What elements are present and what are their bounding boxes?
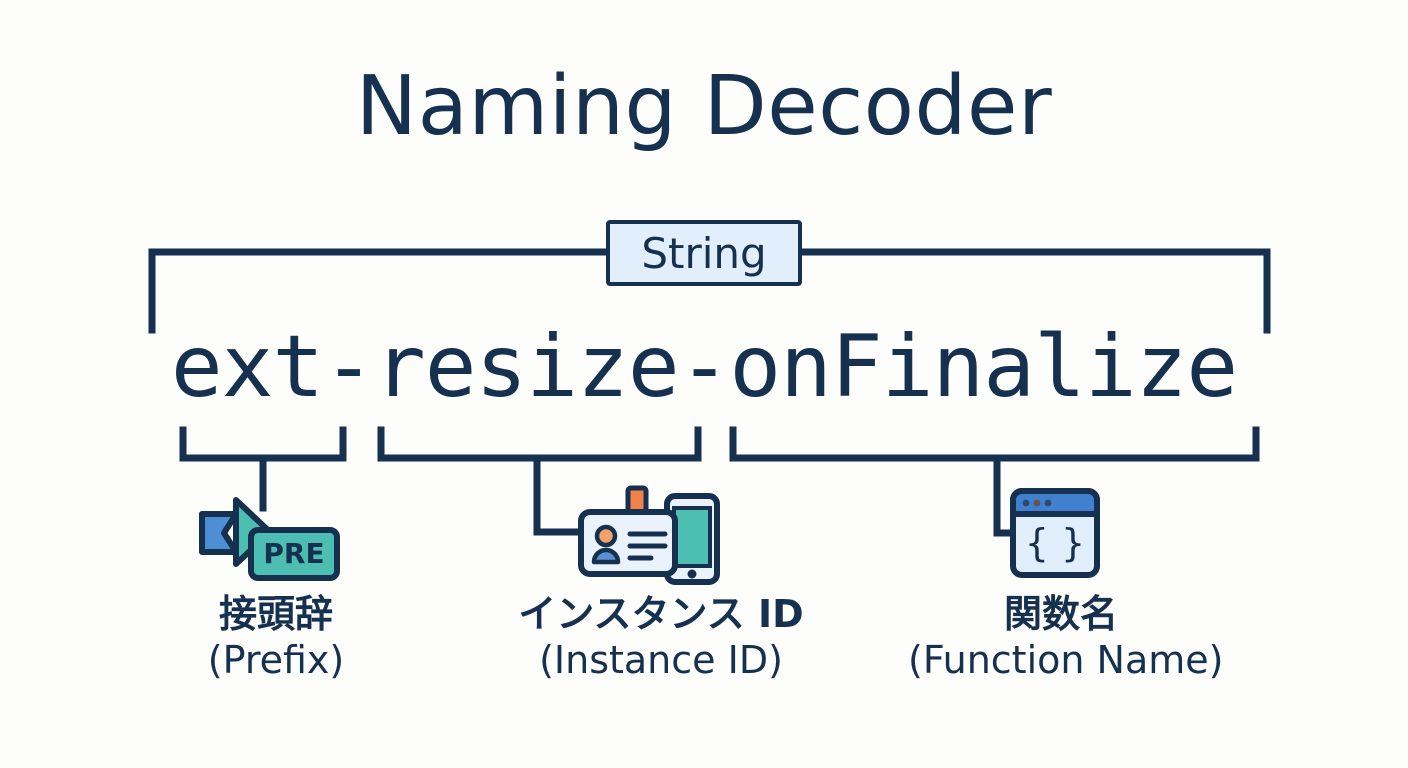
braces-glyph: { } bbox=[1025, 521, 1085, 565]
decoded-string: ext-resize-onFinalize bbox=[170, 317, 1238, 417]
type-badge-label: String bbox=[641, 228, 767, 278]
group-label-prefix-en: (Prefix) bbox=[207, 637, 345, 682]
group-label-function-jp: 関数名 bbox=[1003, 592, 1118, 636]
group-label-prefix: 接頭辞 (Prefix) bbox=[123, 592, 429, 683]
page-title: Naming Decoder bbox=[355, 59, 1053, 154]
group-label-function: 関数名 (Function Name) bbox=[908, 592, 1224, 683]
window-dot-2 bbox=[1033, 499, 1041, 507]
card-text-lines bbox=[627, 531, 668, 561]
device-home-button bbox=[687, 569, 697, 579]
pre-tag-label: PRE bbox=[263, 537, 324, 570]
code-window-braces-icon: { } bbox=[1008, 486, 1102, 585]
device-screen bbox=[672, 506, 712, 568]
type-badge-string: String bbox=[606, 220, 802, 286]
group-label-function-en: (Function Name) bbox=[908, 637, 1224, 682]
group-label-prefix-jp: 接頭辞 bbox=[218, 592, 333, 636]
id-card-device-icon bbox=[575, 484, 723, 593]
group-label-instance: インスタンス ID (Instance ID) bbox=[508, 592, 814, 683]
avatar-head bbox=[594, 524, 618, 548]
group-label-instance-jp: インスタンス ID bbox=[518, 592, 804, 636]
group-label-instance-en: (Instance ID) bbox=[539, 637, 783, 682]
bracket-function bbox=[729, 426, 1260, 462]
pre-tag-box bbox=[248, 527, 340, 581]
flag-pre-tag-icon: PRE bbox=[196, 492, 344, 589]
bracket-prefix bbox=[179, 426, 347, 462]
window-dot-3 bbox=[1044, 499, 1052, 507]
window-dot-1 bbox=[1022, 499, 1030, 507]
bracket-instance bbox=[377, 426, 702, 462]
avatar-body bbox=[591, 547, 621, 565]
window-titlebar bbox=[1010, 488, 1100, 517]
id-card-body bbox=[578, 509, 678, 577]
flag-banner-shape bbox=[199, 511, 239, 555]
drop-instance bbox=[533, 454, 582, 536]
